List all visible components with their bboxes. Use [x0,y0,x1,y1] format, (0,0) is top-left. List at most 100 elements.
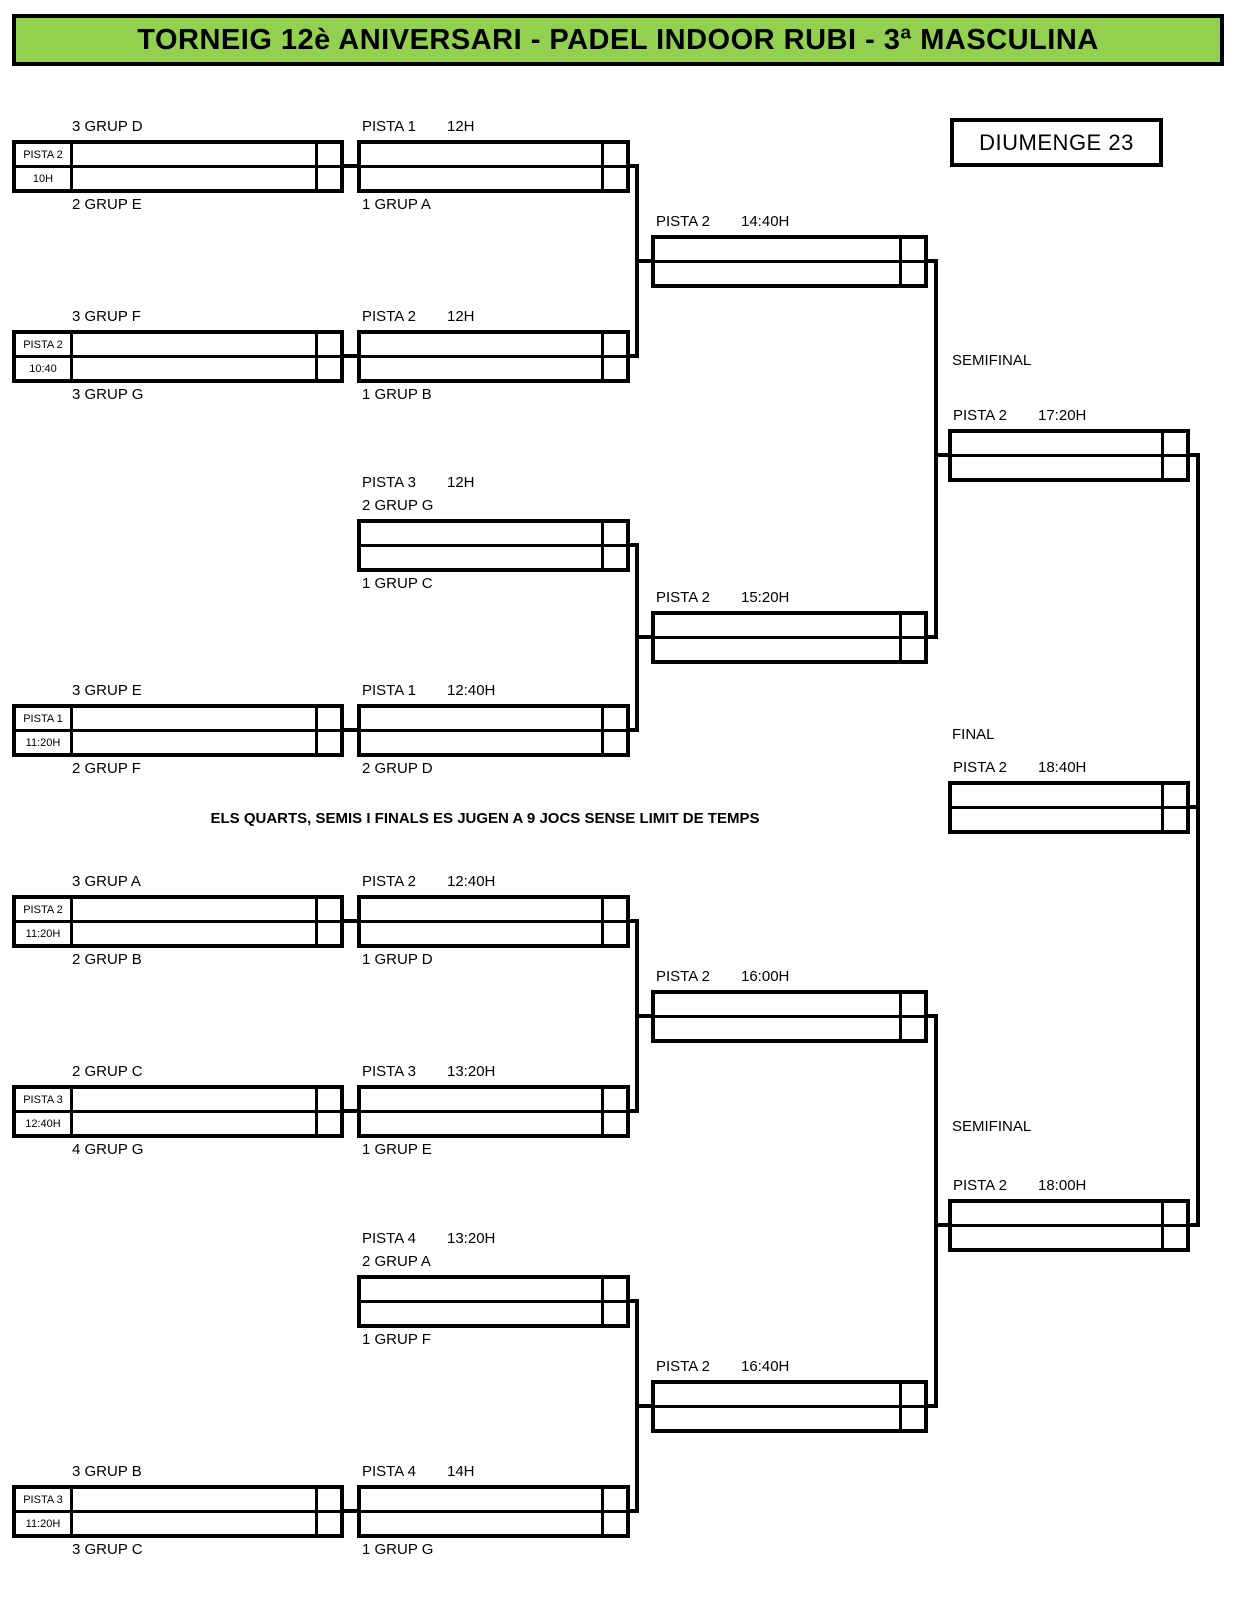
connector-line [342,164,359,168]
match-divider-line [361,920,626,923]
match-r1c-pista-cell: PISTA 1 [23,712,63,725]
score-cell-divider [1161,433,1164,478]
match-qf4-team-slot-top [655,1384,899,1405]
match-r2g-box [357,1275,630,1328]
match-r1c-time-cell: 11:20H [25,736,61,749]
match-r2d-team-slot-top [361,708,601,729]
connector-line [1186,805,1198,809]
match-r2e-title-time: 12:40H [447,873,496,890]
match-r2b-team-slot-top [361,334,601,355]
match-r2b-team-slot-bottom [361,358,601,379]
match-qf1-title-time: 14:40H [741,213,790,230]
side-cell-divider [70,334,73,379]
connector-line [627,919,637,923]
match-r2b-bottom-seed-label: 1 GRUP B [362,386,432,403]
match-r2e-team-slot-top [361,899,601,920]
match-divider-line [361,544,626,547]
match-divider-line [361,1110,626,1113]
match-fin-title-pista: PISTA 2 [953,759,1007,776]
match-divider-line [655,1405,924,1408]
date-label: DIUMENGE 23 [979,129,1134,155]
connector-line [635,1014,651,1018]
match-divider-line [952,1224,1186,1227]
side-cell-divider [70,1089,73,1134]
match-r1d-time-cell: 11:20H [25,927,61,940]
match-r2g-bottom-seed-label: 1 GRUP F [362,1331,431,1348]
match-r1a-time-cell: 10H [32,172,54,185]
match-r2f-title-pista: PISTA 3 [362,1063,416,1080]
connector-line [627,1109,637,1113]
match-qf2-box [651,611,928,664]
match-r2a-title-time: 12H [447,118,475,135]
match-divider-line [16,920,340,923]
match-r2f-bottom-seed-label: 1 GRUP E [362,1141,432,1158]
match-r1f-time-cell: 11:20H [25,1517,61,1530]
connector-line [635,259,651,263]
match-r2g-title: PISTA 4 13:20H [362,1230,495,1247]
match-r2a-title-pista: PISTA 1 [362,118,416,135]
score-cell-divider [1161,1203,1164,1248]
match-r1e-pista-cell: PISTA 3 [23,1093,63,1106]
match-r1e-box: PISTA 3 12:40H [12,1085,344,1138]
match-r2c-title-time: 12H [447,474,475,491]
match-divider-line [655,1015,924,1018]
match-r2b-title-time: 12H [447,308,475,325]
final-caption: FINAL [952,726,995,743]
match-divider-line [361,729,626,732]
connector-line [924,635,936,639]
match-r2a-team-slot-top [361,144,601,165]
match-r2b-title: PISTA 2 12H [362,308,475,325]
match-r2b-title-pista: PISTA 2 [362,308,416,325]
score-cell-divider [315,144,318,189]
match-qf1-team-slot-top [655,239,899,260]
tournament-title: TORNEIG 12è ANIVERSARI - PADEL INDOOR RU… [137,23,1099,56]
match-r2g-title-time: 13:20H [447,1230,496,1247]
match-divider-line [655,636,924,639]
match-r2a-box [357,140,630,193]
match-sf2-team-slot-bottom [952,1227,1161,1248]
score-cell-divider [315,1089,318,1134]
side-cell-divider [70,144,73,189]
match-r2h-box [357,1485,630,1538]
connector-line [1196,453,1200,1227]
match-r2e-team-slot-bottom [361,923,601,944]
match-divider-line [361,165,626,168]
match-r1b-bottom-seed-label: 3 GRUP G [72,386,144,403]
match-r1e-time-cell: 12:40H [25,1117,61,1130]
connector-line [627,1299,637,1303]
match-r1a-bottom-seed-label: 2 GRUP E [72,196,142,213]
match-qf1-box [651,235,928,288]
semifinal-top-caption: SEMIFINAL [952,352,1032,369]
side-cell-divider [70,899,73,944]
match-r2c-team-slot-top [361,523,601,544]
score-cell-divider [315,708,318,753]
connector-line [342,919,359,923]
match-divider-line [16,729,340,732]
match-r2h-title-time: 14H [447,1463,475,1480]
match-qf3-team-slot-top [655,994,899,1015]
connector-line [342,1109,359,1113]
match-r2e-box [357,895,630,948]
match-r1c-bottom-seed-label: 2 GRUP F [72,760,141,777]
match-r2d-team-slot-bottom [361,732,601,753]
match-sf1-team-slot-top [952,433,1161,454]
match-sf1-team-slot-bottom [952,457,1161,478]
match-qf4-team-slot-bottom [655,1408,899,1429]
connector-line [934,259,938,639]
match-r1f-bottom-seed-label: 3 GRUP C [72,1541,143,1558]
match-r2g-title-pista: PISTA 4 [362,1230,416,1247]
match-r2f-title-time: 13:20H [447,1063,496,1080]
rules-note: ELS QUARTS, SEMIS I FINALS ES JUGEN A 9 … [210,810,760,827]
match-r2f-title: PISTA 3 13:20H [362,1063,495,1080]
match-sf1-title-time: 17:20H [1038,407,1087,424]
match-sf2-title-time: 18:00H [1038,1177,1087,1194]
match-qf4-title-time: 16:40H [741,1358,790,1375]
connector-line [342,354,359,358]
